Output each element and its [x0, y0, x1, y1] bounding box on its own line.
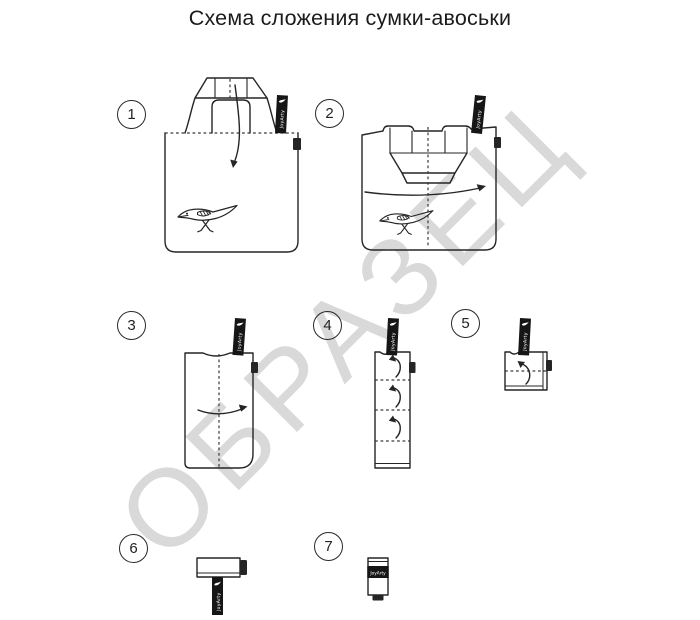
- step-4-badge: 4: [313, 311, 342, 340]
- step-6-figure: JoyArty: [196, 557, 247, 615]
- step-2-figure: JoyArty: [361, 95, 501, 251]
- step-4-number: 4: [323, 317, 332, 334]
- fold-arrow-right: [197, 408, 243, 415]
- step-3-badge: 3: [117, 311, 146, 340]
- step-1-figure: JoyArty: [164, 77, 301, 253]
- brand-tag-label: JoyArty: [216, 592, 222, 612]
- brand-tag-label: JoyArty: [279, 110, 286, 130]
- fold-arrow-down: [233, 84, 241, 164]
- arrowhead-icon: [476, 184, 486, 192]
- handle-left-strap: [184, 97, 196, 134]
- roll-arrows: [388, 354, 401, 439]
- step-5-number: 5: [461, 315, 470, 332]
- side-tab: [494, 137, 501, 148]
- step-5-badge: 5: [451, 309, 480, 338]
- step-7-number: 7: [324, 538, 333, 555]
- bird-logo-icon: [521, 322, 529, 326]
- brand-tag-label: JoyArty: [522, 332, 529, 352]
- brand-tag-label: JoyArty: [236, 332, 243, 352]
- rolled-bag-outline: [367, 557, 389, 596]
- step-7-figure: JoyArty: [367, 557, 389, 601]
- brand-tag-label: JoyArty: [369, 570, 386, 576]
- bottom-tab: [372, 595, 384, 601]
- rolled-bag-outline: [196, 557, 241, 578]
- brand-tag-band: [367, 566, 389, 578]
- bird-logo-icon: [278, 99, 286, 103]
- brand-tag: JoyArty: [518, 318, 531, 356]
- arrowhead-icon: [517, 361, 525, 368]
- handle-opening: [211, 99, 251, 134]
- page-title: Схема сложения сумки-авоськи: [188, 6, 512, 30]
- brand-tag-label: JoyArty: [390, 332, 397, 352]
- side-tab: [409, 362, 416, 373]
- step-2-badge: 2: [315, 99, 344, 128]
- brand-tag: JoyArty: [275, 95, 288, 134]
- brand-tag: JoyArty: [232, 318, 246, 356]
- step-7-badge: 7: [314, 532, 343, 561]
- step-1-number: 1: [127, 106, 136, 123]
- bird-print: [379, 210, 434, 235]
- fold-arrow-up: [520, 362, 531, 385]
- side-tab: [293, 138, 301, 150]
- bag-body-outline: [374, 351, 411, 469]
- bag-body-outline: [361, 125, 497, 251]
- handle-top-trapezoid: [194, 77, 268, 99]
- arrowhead-icon: [230, 159, 238, 168]
- fold-arrow-right: [364, 187, 481, 196]
- side-tab: [240, 560, 247, 575]
- step-3-figure: JoyArty: [184, 318, 258, 469]
- step-5-figure: JoyArty: [504, 318, 552, 391]
- bird-print: [177, 204, 238, 233]
- folded-handle-straps: [389, 127, 468, 154]
- bird-logo-icon: [214, 581, 221, 586]
- brand-tag: JoyArty: [471, 95, 486, 134]
- step-2-number: 2: [325, 105, 334, 122]
- bird-logo-icon: [236, 322, 244, 326]
- bird-logo-icon: [476, 99, 484, 103]
- brand-tag-label: JoyArty: [475, 110, 483, 130]
- side-tab: [251, 362, 258, 373]
- bird-logo-icon: [389, 322, 397, 326]
- arrowhead-icon: [238, 404, 248, 412]
- side-tab: [546, 360, 552, 371]
- step-4-figure: JoyArty: [374, 318, 416, 469]
- bag-body-outline: [184, 352, 254, 469]
- step-3-number: 3: [127, 317, 136, 334]
- step-1-badge: 1: [117, 100, 146, 129]
- brand-tag: JoyArty: [212, 577, 223, 615]
- bag-body-outline: [164, 132, 299, 253]
- step-6-badge: 6: [119, 534, 148, 563]
- step-6-number: 6: [129, 540, 138, 557]
- brand-tag: JoyArty: [386, 318, 399, 356]
